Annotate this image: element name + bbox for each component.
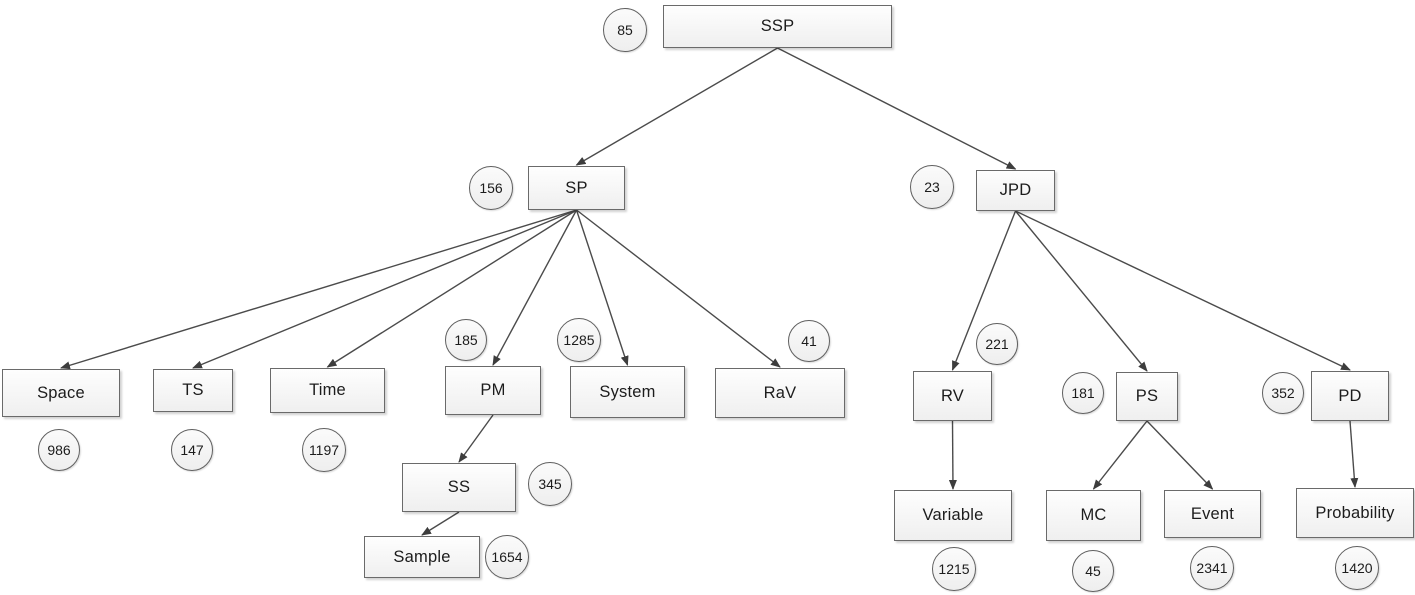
node-label-pm: PM: [480, 381, 506, 399]
edge-ssp-jpd: [777, 47, 1017, 170]
count-badge-event: 2341: [1190, 546, 1234, 590]
node-label-jpd: JPD: [999, 181, 1032, 199]
node-label-ss: SS: [447, 478, 471, 496]
node-ssp: SSP: [663, 5, 892, 48]
node-time: Time: [270, 368, 385, 413]
node-ps: PS: [1116, 372, 1178, 421]
count-badge-ss: 345: [528, 462, 572, 506]
edges-group: [60, 47, 1359, 536]
node-label-probability: Probability: [1315, 503, 1395, 522]
node-label-space: Space: [37, 383, 85, 402]
node-sp: SP: [528, 166, 625, 210]
node-label-time: Time: [309, 381, 346, 399]
edge-sp-rav: [576, 209, 781, 368]
node-label-variable: Variable: [922, 506, 984, 524]
count-badge-sp: 156: [469, 166, 513, 210]
node-pd: PD: [1311, 371, 1389, 421]
node-label-mc: MC: [1080, 506, 1107, 524]
node-label-ps: PS: [1135, 387, 1159, 405]
node-variable: Variable: [894, 490, 1012, 541]
count-badge-variable: 1215: [932, 547, 976, 591]
node-ss: SS: [402, 463, 516, 512]
edge-jpd-ps: [1014, 210, 1148, 372]
count-badge-mc: 45: [1072, 550, 1114, 592]
count-badge-space: 986: [38, 429, 80, 471]
node-jpd: JPD: [976, 170, 1055, 211]
count-badge-sample: 1654: [485, 535, 529, 579]
edge-ps-event: [1146, 420, 1214, 490]
count-badge-system: 1285: [557, 318, 601, 362]
node-pm: PM: [445, 366, 541, 415]
count-badge-rav: 41: [788, 320, 830, 362]
node-label-ssp: SSP: [760, 17, 795, 35]
node-mc: MC: [1046, 490, 1141, 541]
edge-sp-space: [60, 209, 577, 370]
node-label-system: System: [599, 382, 656, 401]
node-sample: Sample: [364, 536, 480, 578]
node-label-event: Event: [1190, 504, 1235, 523]
edge-pd-probability: [1349, 420, 1359, 488]
edge-ssp-sp: [575, 47, 778, 166]
node-rv: RV: [913, 371, 992, 421]
edge-jpd-pd: [1015, 210, 1351, 371]
edge-rv-variable: [948, 420, 957, 490]
node-label-pd: PD: [1338, 386, 1362, 405]
count-badge-ssp: 85: [603, 8, 647, 52]
node-label-ts: TS: [182, 381, 204, 399]
count-badge-ts: 147: [171, 429, 213, 471]
node-rav: RaV: [715, 368, 845, 418]
count-badge-pm: 185: [445, 319, 487, 361]
node-label-rav: RaV: [763, 383, 797, 402]
count-badge-jpd: 23: [910, 165, 954, 209]
node-label-rv: RV: [940, 386, 965, 405]
edge-sp-ts: [192, 209, 577, 369]
edge-ps-mc: [1092, 420, 1148, 490]
count-badge-pd: 352: [1262, 372, 1304, 414]
node-label-sample: Sample: [393, 547, 451, 566]
edge-pm-ss: [458, 414, 494, 463]
count-badge-rv: 221: [976, 323, 1018, 365]
node-space: Space: [2, 369, 120, 417]
count-badge-probability: 1420: [1335, 546, 1379, 590]
node-ts: TS: [153, 369, 233, 412]
node-label-sp: SP: [565, 178, 588, 197]
node-system: System: [570, 366, 685, 418]
count-badge-time: 1197: [302, 428, 346, 472]
node-probability: Probability: [1296, 488, 1414, 538]
edge-ss-sample: [421, 511, 460, 536]
node-event: Event: [1164, 490, 1261, 538]
count-badge-ps: 181: [1062, 372, 1104, 414]
